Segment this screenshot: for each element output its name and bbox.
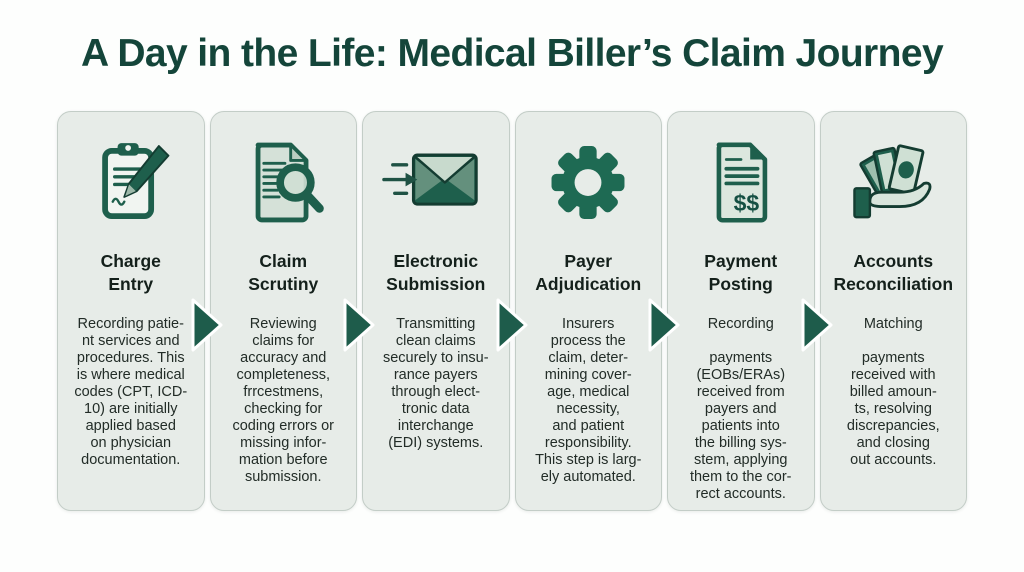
step-title: Claim Scrutiny — [248, 250, 319, 294]
page-title: A Day in the Life: Medical Biller’s Clai… — [80, 32, 944, 75]
step-description: Recording payments (EOBs/ERAs) received … — [689, 315, 792, 502]
flow-arrow-3 — [496, 297, 528, 353]
flow-arrow-5 — [801, 297, 833, 353]
step-title: Accounts Reconciliation — [833, 250, 954, 294]
dollar-document-icon: $$ — [673, 132, 809, 234]
claim-journey-flow: Charge Entry Recording patie- nt service… — [57, 110, 967, 511]
step-title: Electronic Submission — [386, 250, 486, 294]
step-card-electronic-submission: Electronic Submission Transmitting clean… — [362, 110, 510, 511]
flow-arrow-4 — [648, 297, 680, 353]
dollar-signs-label: $$ — [733, 190, 759, 216]
document-magnifier-icon — [216, 132, 352, 234]
envelope-send-icon — [368, 132, 504, 234]
step-description: Insurers process the claim, deter- minin… — [535, 315, 642, 485]
clipboard-pencil-icon — [63, 132, 199, 234]
step-card-payment-posting: $$ Payment Posting Recording payments (E… — [667, 110, 815, 511]
step-description: Matching payments received with billed a… — [846, 315, 940, 468]
step-title: Payer Adjudication — [535, 250, 642, 294]
flow-arrow-2 — [343, 297, 375, 353]
step-description: Reviewing claims for accuracy and comple… — [232, 315, 335, 485]
hand-money-icon — [826, 132, 962, 234]
step-card-payer-adjudication: Payer Adjudication Insurers process the … — [514, 110, 662, 511]
step-card-charge-entry: Charge Entry Recording patie- nt service… — [57, 110, 205, 511]
flow-arrow-1 — [191, 297, 223, 353]
step-description: Transmitting clean claims securely to in… — [382, 315, 489, 451]
step-title: Payment Posting — [704, 250, 778, 294]
step-card-accounts-reconciliation: Accounts Reconciliation Matching payment… — [819, 110, 967, 511]
step-title: Charge Entry — [100, 250, 161, 294]
step-card-claim-scrutiny: Claim Scrutiny Reviewing claims for accu… — [209, 110, 357, 511]
step-description: Recording patie- nt services and procedu… — [74, 315, 188, 468]
gear-icon — [521, 132, 657, 234]
